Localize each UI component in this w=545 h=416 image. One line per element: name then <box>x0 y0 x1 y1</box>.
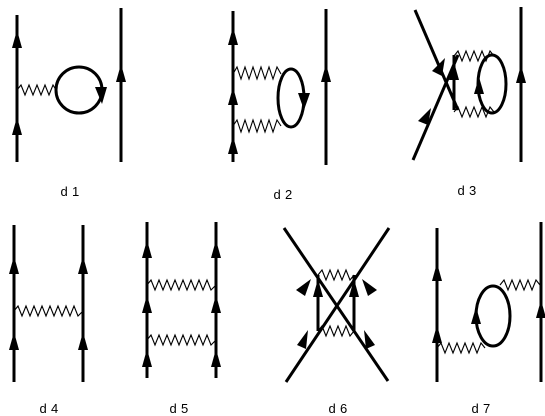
wavy-propagator-lower <box>317 324 355 338</box>
diagram-label-d7: d 7 <box>471 401 491 416</box>
fermion-loop <box>476 53 508 115</box>
wavy-propagator-upper <box>146 278 217 292</box>
arrow-icon <box>364 330 375 349</box>
fermion-line-crossed-b <box>284 227 391 383</box>
wavy-propagator-lower <box>436 341 486 355</box>
arrow-up-icon <box>211 295 221 313</box>
arrow-icon <box>418 108 431 125</box>
diagram-d5 <box>142 222 221 378</box>
fermion-line-crossed-a <box>413 9 460 111</box>
diagram-d1 <box>12 8 126 162</box>
fermion-loop <box>54 65 104 115</box>
fermion-line-crossed-b <box>411 54 460 161</box>
arrow-icon <box>297 330 308 349</box>
wavy-propagator-upper <box>499 278 541 292</box>
diagram-d7 <box>432 222 545 382</box>
diagram-d4 <box>9 225 88 382</box>
diagram-d3 <box>411 7 526 162</box>
arrow-up-icon <box>432 325 442 343</box>
wavy-propagator-lower <box>232 118 282 134</box>
fermion-line-crossed-a <box>282 227 390 382</box>
diagram-d6 <box>282 227 391 383</box>
arrow-up-icon <box>228 136 238 154</box>
arrow-up-icon <box>211 240 221 258</box>
arrow-up-icon <box>321 64 331 82</box>
arrow-up-icon <box>12 117 22 135</box>
arrow-up-icon <box>78 332 88 350</box>
wavy-propagator <box>16 83 57 97</box>
arrow-up-icon <box>12 30 22 48</box>
arrow-up-icon <box>116 64 126 82</box>
arrow-down-icon <box>95 87 107 104</box>
wavy-propagator <box>13 304 84 318</box>
arrow-icon <box>362 279 377 296</box>
diagram-label-d2: d 2 <box>273 187 293 202</box>
arrow-up-icon <box>9 256 19 274</box>
arrow-up-icon <box>228 87 238 105</box>
arrow-up-icon <box>349 279 359 297</box>
wavy-propagator-lower <box>146 333 217 347</box>
arrow-up-icon <box>474 77 484 94</box>
arrow-up-icon <box>432 263 442 281</box>
diagram-d2 <box>228 9 331 165</box>
diagram-label-d1: d 1 <box>60 184 80 199</box>
diagram-label-d3: d 3 <box>457 183 477 198</box>
arrow-up-icon <box>536 300 545 318</box>
wavy-propagator-lower <box>453 105 495 119</box>
diagram-label-d4: d 4 <box>39 401 59 416</box>
arrow-up-icon <box>142 295 152 313</box>
arrow-icon <box>432 58 445 76</box>
diagram-label-d6: d 6 <box>328 401 348 416</box>
arrow-up-icon <box>516 65 526 83</box>
arrow-up-icon <box>142 349 152 367</box>
arrow-up-icon <box>78 256 88 274</box>
arrow-up-icon <box>142 240 152 258</box>
wavy-propagator-upper <box>232 65 282 81</box>
diagram-label-d5: d 5 <box>169 401 189 416</box>
arrow-icon <box>296 279 311 296</box>
arrow-up-icon <box>211 349 221 367</box>
arrow-up-icon <box>228 27 238 45</box>
arrow-up-icon <box>313 279 323 297</box>
fermion-loop <box>474 284 512 348</box>
arrow-up-icon <box>9 332 19 350</box>
wavy-propagator-upper <box>317 268 355 282</box>
arrow-up-icon <box>471 307 481 324</box>
arrow-up-icon <box>449 62 459 80</box>
arrow-down-icon <box>298 93 310 110</box>
